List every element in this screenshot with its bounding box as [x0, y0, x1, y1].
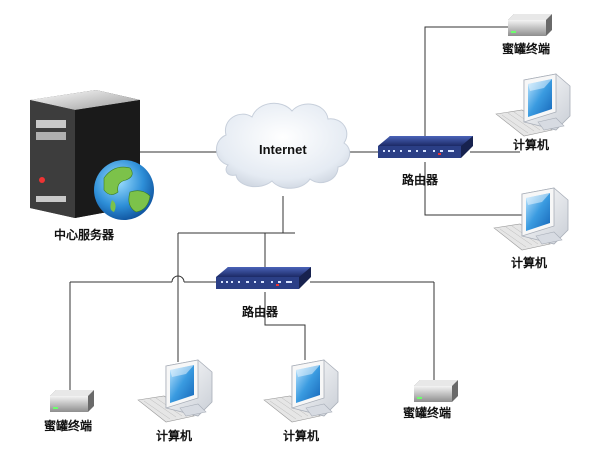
router-icon — [378, 136, 473, 158]
globe-icon — [94, 160, 154, 220]
router-top-label: 路由器 — [402, 172, 439, 187]
terminal-top-label: 蜜罐终端 — [502, 41, 550, 56]
computer-bl1-label: 计算机 — [156, 428, 192, 443]
computer-mid-label: 计算机 — [511, 255, 547, 270]
computer-top: 计算机 — [495, 73, 571, 152]
connection-lines — [69, 26, 522, 392]
terminal-box-icon — [508, 14, 552, 36]
computer-icon — [137, 359, 213, 423]
terminal-box-icon — [50, 390, 94, 412]
terminal-left: 蜜罐终端 — [44, 390, 94, 433]
router-icon — [216, 267, 311, 289]
central-server: 中心服务器 — [30, 90, 154, 242]
computer-icon — [493, 187, 569, 251]
computer-top-label: 计算机 — [513, 137, 549, 152]
computer-mid: 计算机 — [493, 187, 569, 270]
server-label: 中心服务器 — [54, 227, 115, 242]
terminal-left-label: 蜜罐终端 — [44, 418, 92, 433]
cloud-icon — [216, 102, 351, 189]
internet-label: Internet — [259, 142, 307, 157]
computer-bottom-1: 计算机 — [137, 359, 213, 443]
computer-bottom-2: 计算机 — [263, 359, 339, 443]
terminal-right: 蜜罐终端 — [403, 380, 458, 420]
terminal-top: 蜜罐终端 — [502, 14, 552, 56]
router-bottom: 路由器 — [216, 267, 311, 319]
internet-cloud: Internet — [216, 102, 351, 189]
router-bottom-label: 路由器 — [242, 304, 279, 319]
computer-bl2-label: 计算机 — [283, 428, 319, 443]
computer-icon — [263, 359, 339, 423]
computer-icon — [495, 73, 571, 137]
router-top: 路由器 — [378, 136, 473, 187]
terminal-right-label: 蜜罐终端 — [403, 405, 451, 420]
terminal-box-icon — [414, 380, 458, 402]
